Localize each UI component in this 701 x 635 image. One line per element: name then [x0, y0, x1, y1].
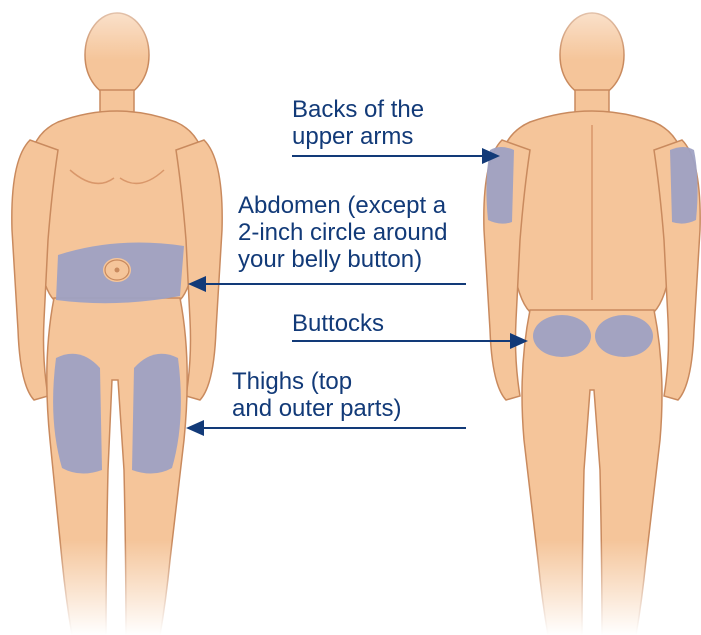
buttock-zone-left: [533, 315, 591, 357]
label-buttocks: Buttocks: [292, 310, 384, 337]
label-line: Buttocks: [292, 310, 384, 337]
upper-arm-zone-right: [670, 147, 698, 224]
thigh-zone-left: [53, 354, 102, 474]
thigh-zone-right: [132, 354, 181, 474]
label-backs-of-upper-arms: Backs of the upper arms: [292, 96, 424, 150]
label-line: Backs of the: [292, 96, 424, 123]
label-abdomen: Abdomen (except a 2-inch circle around y…: [238, 192, 447, 273]
label-line: your belly button): [238, 246, 447, 273]
label-line: Thighs (top: [232, 368, 401, 395]
buttock-zone-right: [595, 315, 653, 357]
label-thighs: Thighs (top and outer parts): [232, 368, 401, 422]
label-line: and outer parts): [232, 395, 401, 422]
label-line: 2-inch circle around: [238, 219, 447, 246]
label-line: upper arms: [292, 123, 424, 150]
label-line: Abdomen (except a: [238, 192, 447, 219]
